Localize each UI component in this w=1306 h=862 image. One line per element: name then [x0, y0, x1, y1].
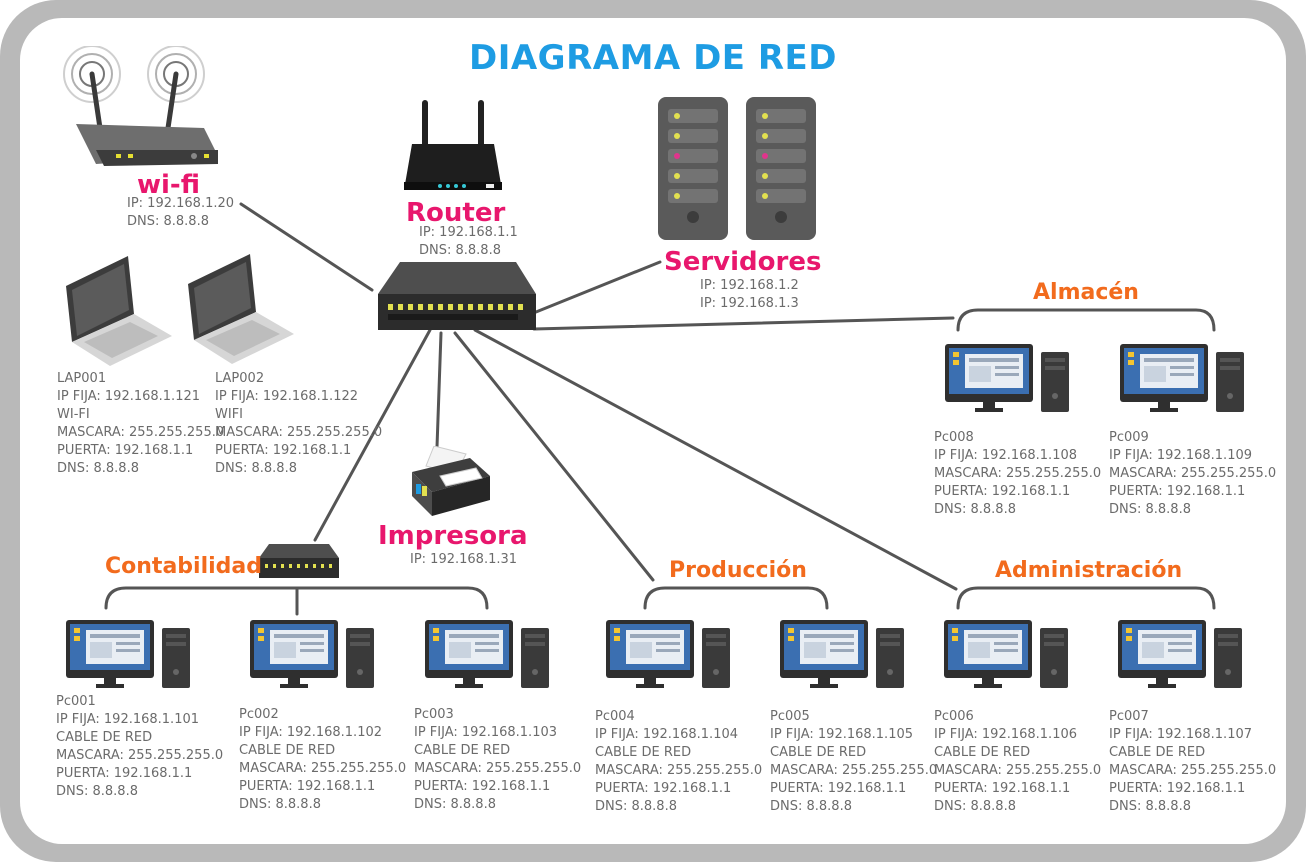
bracket-almacen	[956, 308, 1216, 332]
wifi-label: wi-fi	[137, 170, 200, 200]
printer-info: IP: 192.168.1.31	[410, 552, 518, 567]
diagram-canvas	[20, 18, 1286, 844]
wire-servers-switch	[534, 260, 662, 314]
router-label: Router	[406, 198, 506, 228]
contabilidad-switch-icon	[259, 544, 339, 584]
pc-icon-5	[780, 620, 906, 694]
wire-administracion-switch	[473, 328, 958, 591]
wire-almacen-switch	[532, 316, 955, 331]
pc-icon-9	[1120, 344, 1246, 418]
wire-wifi-switch	[239, 202, 374, 292]
pc-icon-8	[945, 344, 1071, 418]
pc-icon-6	[944, 620, 1070, 694]
servers-label: Servidores	[664, 247, 822, 277]
wire-produccion-switch	[453, 331, 655, 582]
pc-icon-1	[66, 620, 192, 694]
pc-icon-4	[606, 620, 732, 694]
wire-printer-switch	[435, 331, 443, 449]
pc-icon-2	[250, 620, 376, 694]
group-label-administracion: Administración	[995, 558, 1183, 583]
laptop-icon-2	[184, 254, 296, 370]
printer-label: Impresora	[378, 521, 528, 551]
bracket-produccion	[643, 586, 829, 610]
bracket-administracion	[956, 586, 1216, 610]
group-label-contabilidad: Contabilidad	[105, 554, 262, 579]
printer-icon	[404, 445, 492, 522]
pc-icon-7	[1118, 620, 1244, 694]
group-label-almacen: Almacén	[1033, 280, 1139, 305]
group-label-produccion: Producción	[669, 558, 807, 583]
wire-contabilidad-switch	[313, 328, 432, 542]
diagram-title: DIAGRAMA DE RED	[469, 38, 837, 78]
router-icon	[402, 100, 504, 198]
switch-icon	[378, 262, 536, 336]
wifi-router-icon	[56, 45, 224, 174]
server-icon	[658, 97, 816, 244]
pc-icon-3	[425, 620, 551, 694]
laptop-icon-1	[62, 256, 174, 372]
